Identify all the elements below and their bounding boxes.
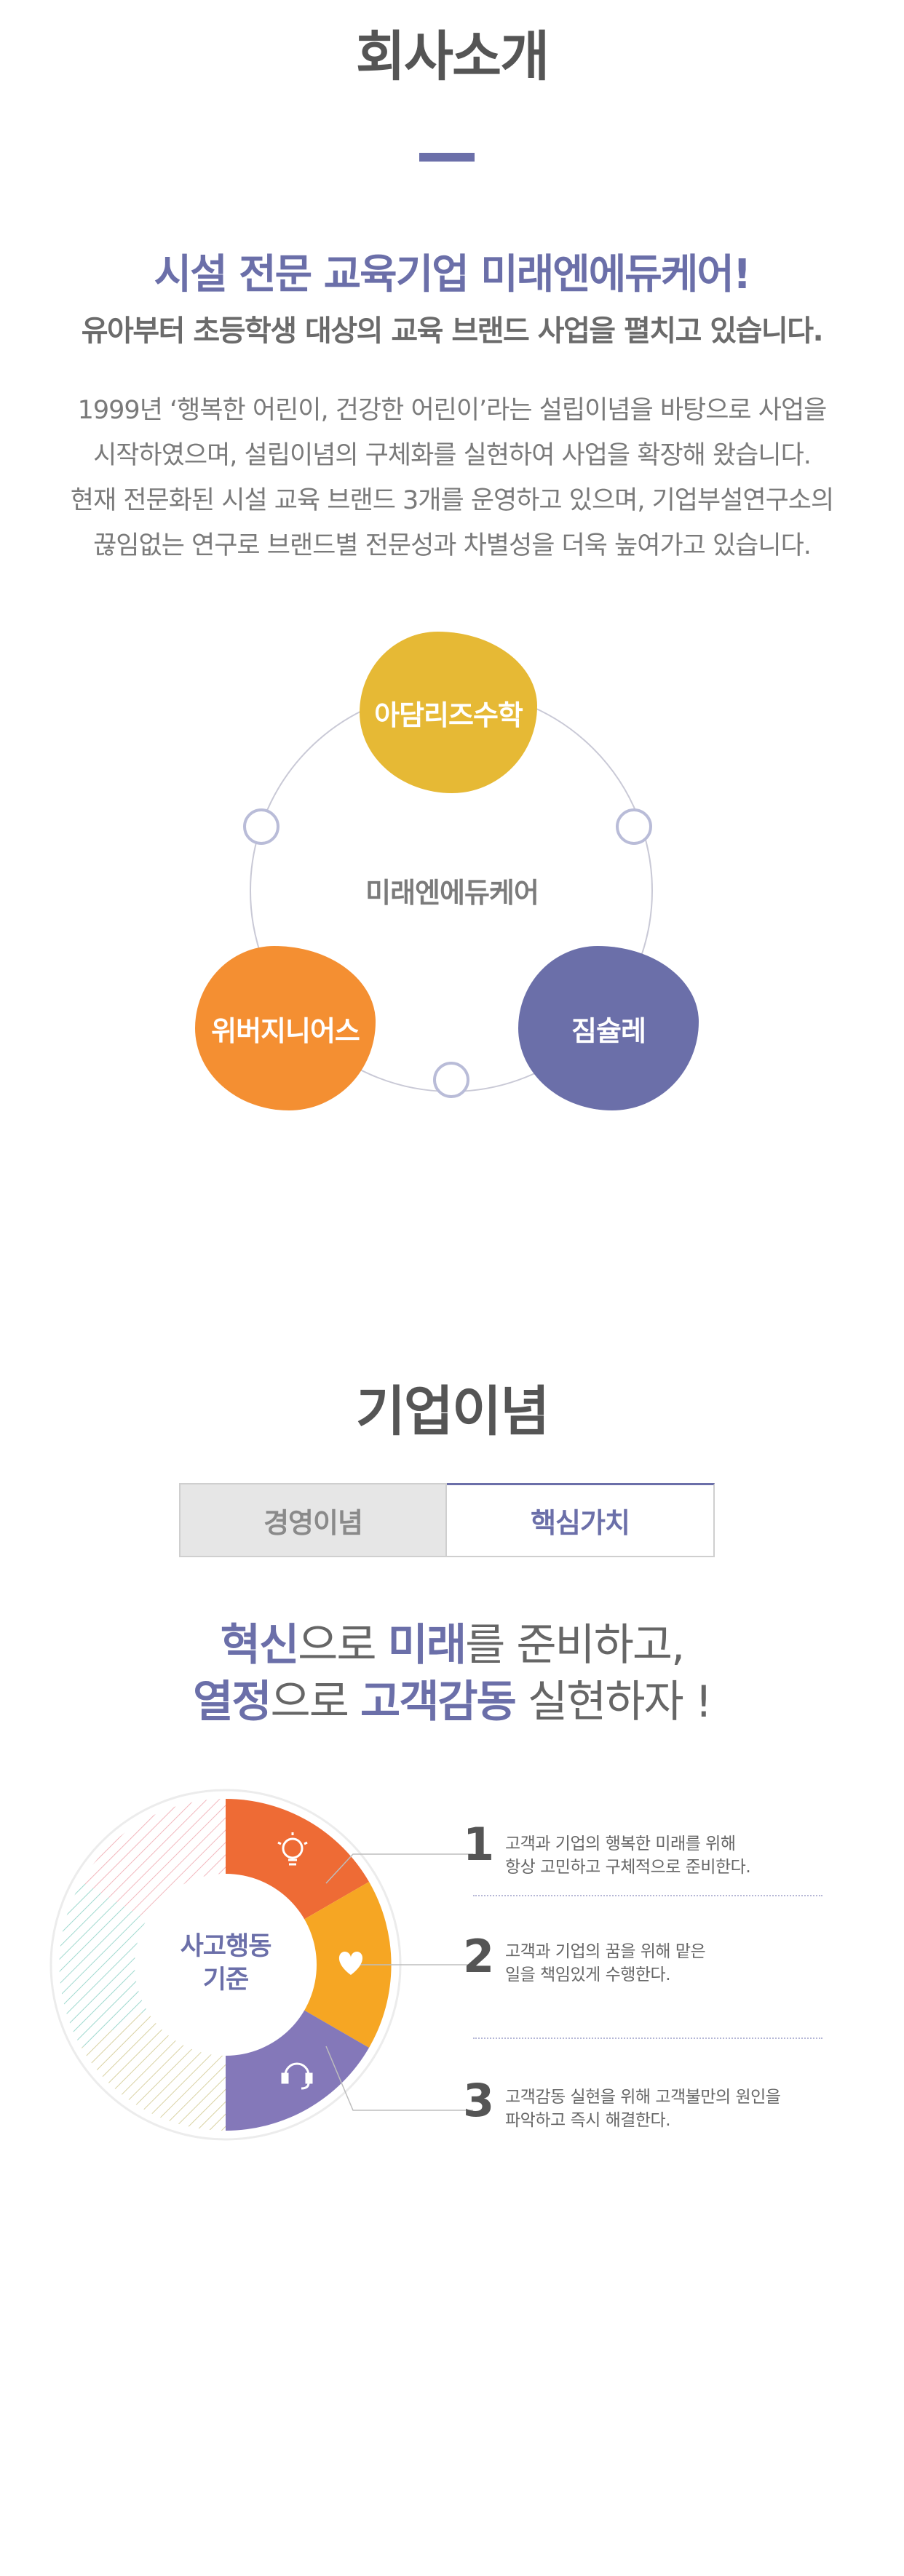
lightbulb-icon: [277, 1832, 308, 1866]
brand-weber-genius-badge: 위버지니어스: [195, 946, 376, 1110]
value-number: 2: [463, 1930, 495, 1983]
title-underline-bar: [419, 153, 475, 162]
intro-line: 끊임없는 연구로 브랜드별 전문성과 차별성을 더욱 높여가고 있습니다.: [93, 531, 812, 560]
diagram-center-label: 미래엔에듀케어: [365, 877, 539, 909]
slogan-keyword: 열정: [193, 1677, 271, 1728]
intro-line: 현재 전문화된 시설 교육 브랜드 3개를 운영하고 있으며, 기업부설연구소의: [70, 486, 834, 515]
value-text-line: 고객과 기업의 행복한 미래를 위해: [505, 1834, 736, 1853]
slogan-line: 열정으로 고객감동 실현하자 !: [0, 1674, 904, 1730]
wheel-center-line: 기준: [202, 1965, 249, 1995]
action-standard-wheel: [49, 1789, 473, 2141]
wheel-center-line: 사고행동: [180, 1932, 272, 1961]
core-value-slogan: 혁신으로 미래를 준비하고, 열정으로 고객감동 실현하자 !: [0, 1617, 904, 1730]
value-description: 고객감동 실현을 위해 고객불만의 원인을 파악하고 즉시 해결한다.: [505, 2086, 781, 2132]
slogan-text: 으로: [298, 1620, 388, 1671]
value-divider: [473, 2038, 822, 2039]
intro-line: 1999년 ‘행복한 어린이, 건강한 어린이’라는 설립이념을 바탕으로 사업…: [77, 396, 828, 425]
slogan-keyword: 혁신: [220, 1620, 299, 1671]
tab-label: 핵심가치: [531, 1507, 630, 1539]
slogan-text: 를 준비하고,: [465, 1620, 685, 1671]
about-intro: 1999년 ‘행복한 어린이, 건강한 어린이’라는 설립이념을 바탕으로 사업…: [0, 388, 904, 568]
slogan-text: 실현하자 !: [515, 1677, 713, 1728]
about-subheadline: 유아부터 초등학생 대상의 교육 브랜드 사업을 펼치고 있습니다.: [81, 314, 824, 348]
value-description: 고객과 기업의 행복한 미래를 위해 항상 고민하고 구체적으로 준비한다.: [505, 1832, 751, 1879]
headset-icon: [281, 2062, 313, 2090]
slogan-keyword: 미래: [387, 1620, 467, 1671]
value-text-line: 파악하고 즉시 해결한다.: [505, 2111, 671, 2130]
value-text-line: 고객과 기업의 꿈을 위해 맡은: [505, 1942, 706, 1961]
value-text-line: 일을 책임있게 수행한다.: [505, 1965, 671, 1984]
wheel-center-label: 사고행동 기준: [153, 1930, 298, 1997]
slogan-keyword: 고객감동: [360, 1677, 517, 1728]
about-headline: 시설 전문 교육기업 미래엔에듀케어!: [154, 251, 752, 298]
brand-diagram-ring: [243, 689, 653, 1098]
ring-node: [616, 808, 652, 845]
tab-core-values[interactable]: 핵심가치: [447, 1483, 715, 1557]
brand-adamrizsu-badge: 아담리즈수학: [360, 632, 537, 793]
ring-node: [433, 1062, 469, 1098]
value-text-line: 고객감동 실현을 위해 고객불만의 원인을: [505, 2088, 781, 2107]
slogan-line: 혁신으로 미래를 준비하고,: [0, 1617, 904, 1674]
philosophy-title: 기업이념: [355, 1380, 550, 1443]
brand-label: 아담리즈수학: [374, 699, 523, 731]
value-text-line: 항상 고민하고 구체적으로 준비한다.: [505, 1858, 751, 1877]
heart-icon: [338, 1952, 363, 1975]
value-number: 1: [463, 1818, 495, 1871]
value-divider: [473, 1895, 822, 1896]
brand-gymschule-badge: 짐슐레: [518, 946, 699, 1110]
brand-label: 짐슐레: [571, 1014, 646, 1047]
value-description: 고객과 기업의 꿈을 위해 맡은 일을 책임있게 수행한다.: [505, 1940, 706, 1987]
about-title: 회사소개: [355, 25, 550, 88]
value-number: 3: [463, 2074, 495, 2127]
ring-node: [243, 808, 279, 845]
tab-label: 경영이념: [263, 1506, 363, 1539]
slogan-text: 으로: [270, 1677, 361, 1728]
brand-label: 위버지니어스: [211, 1014, 360, 1047]
tab-management-philosophy[interactable]: 경영이념: [179, 1483, 447, 1557]
intro-line: 시작하였으며, 설립이념의 구체화를 실현하여 사업을 확장해 왔습니다.: [93, 441, 812, 470]
